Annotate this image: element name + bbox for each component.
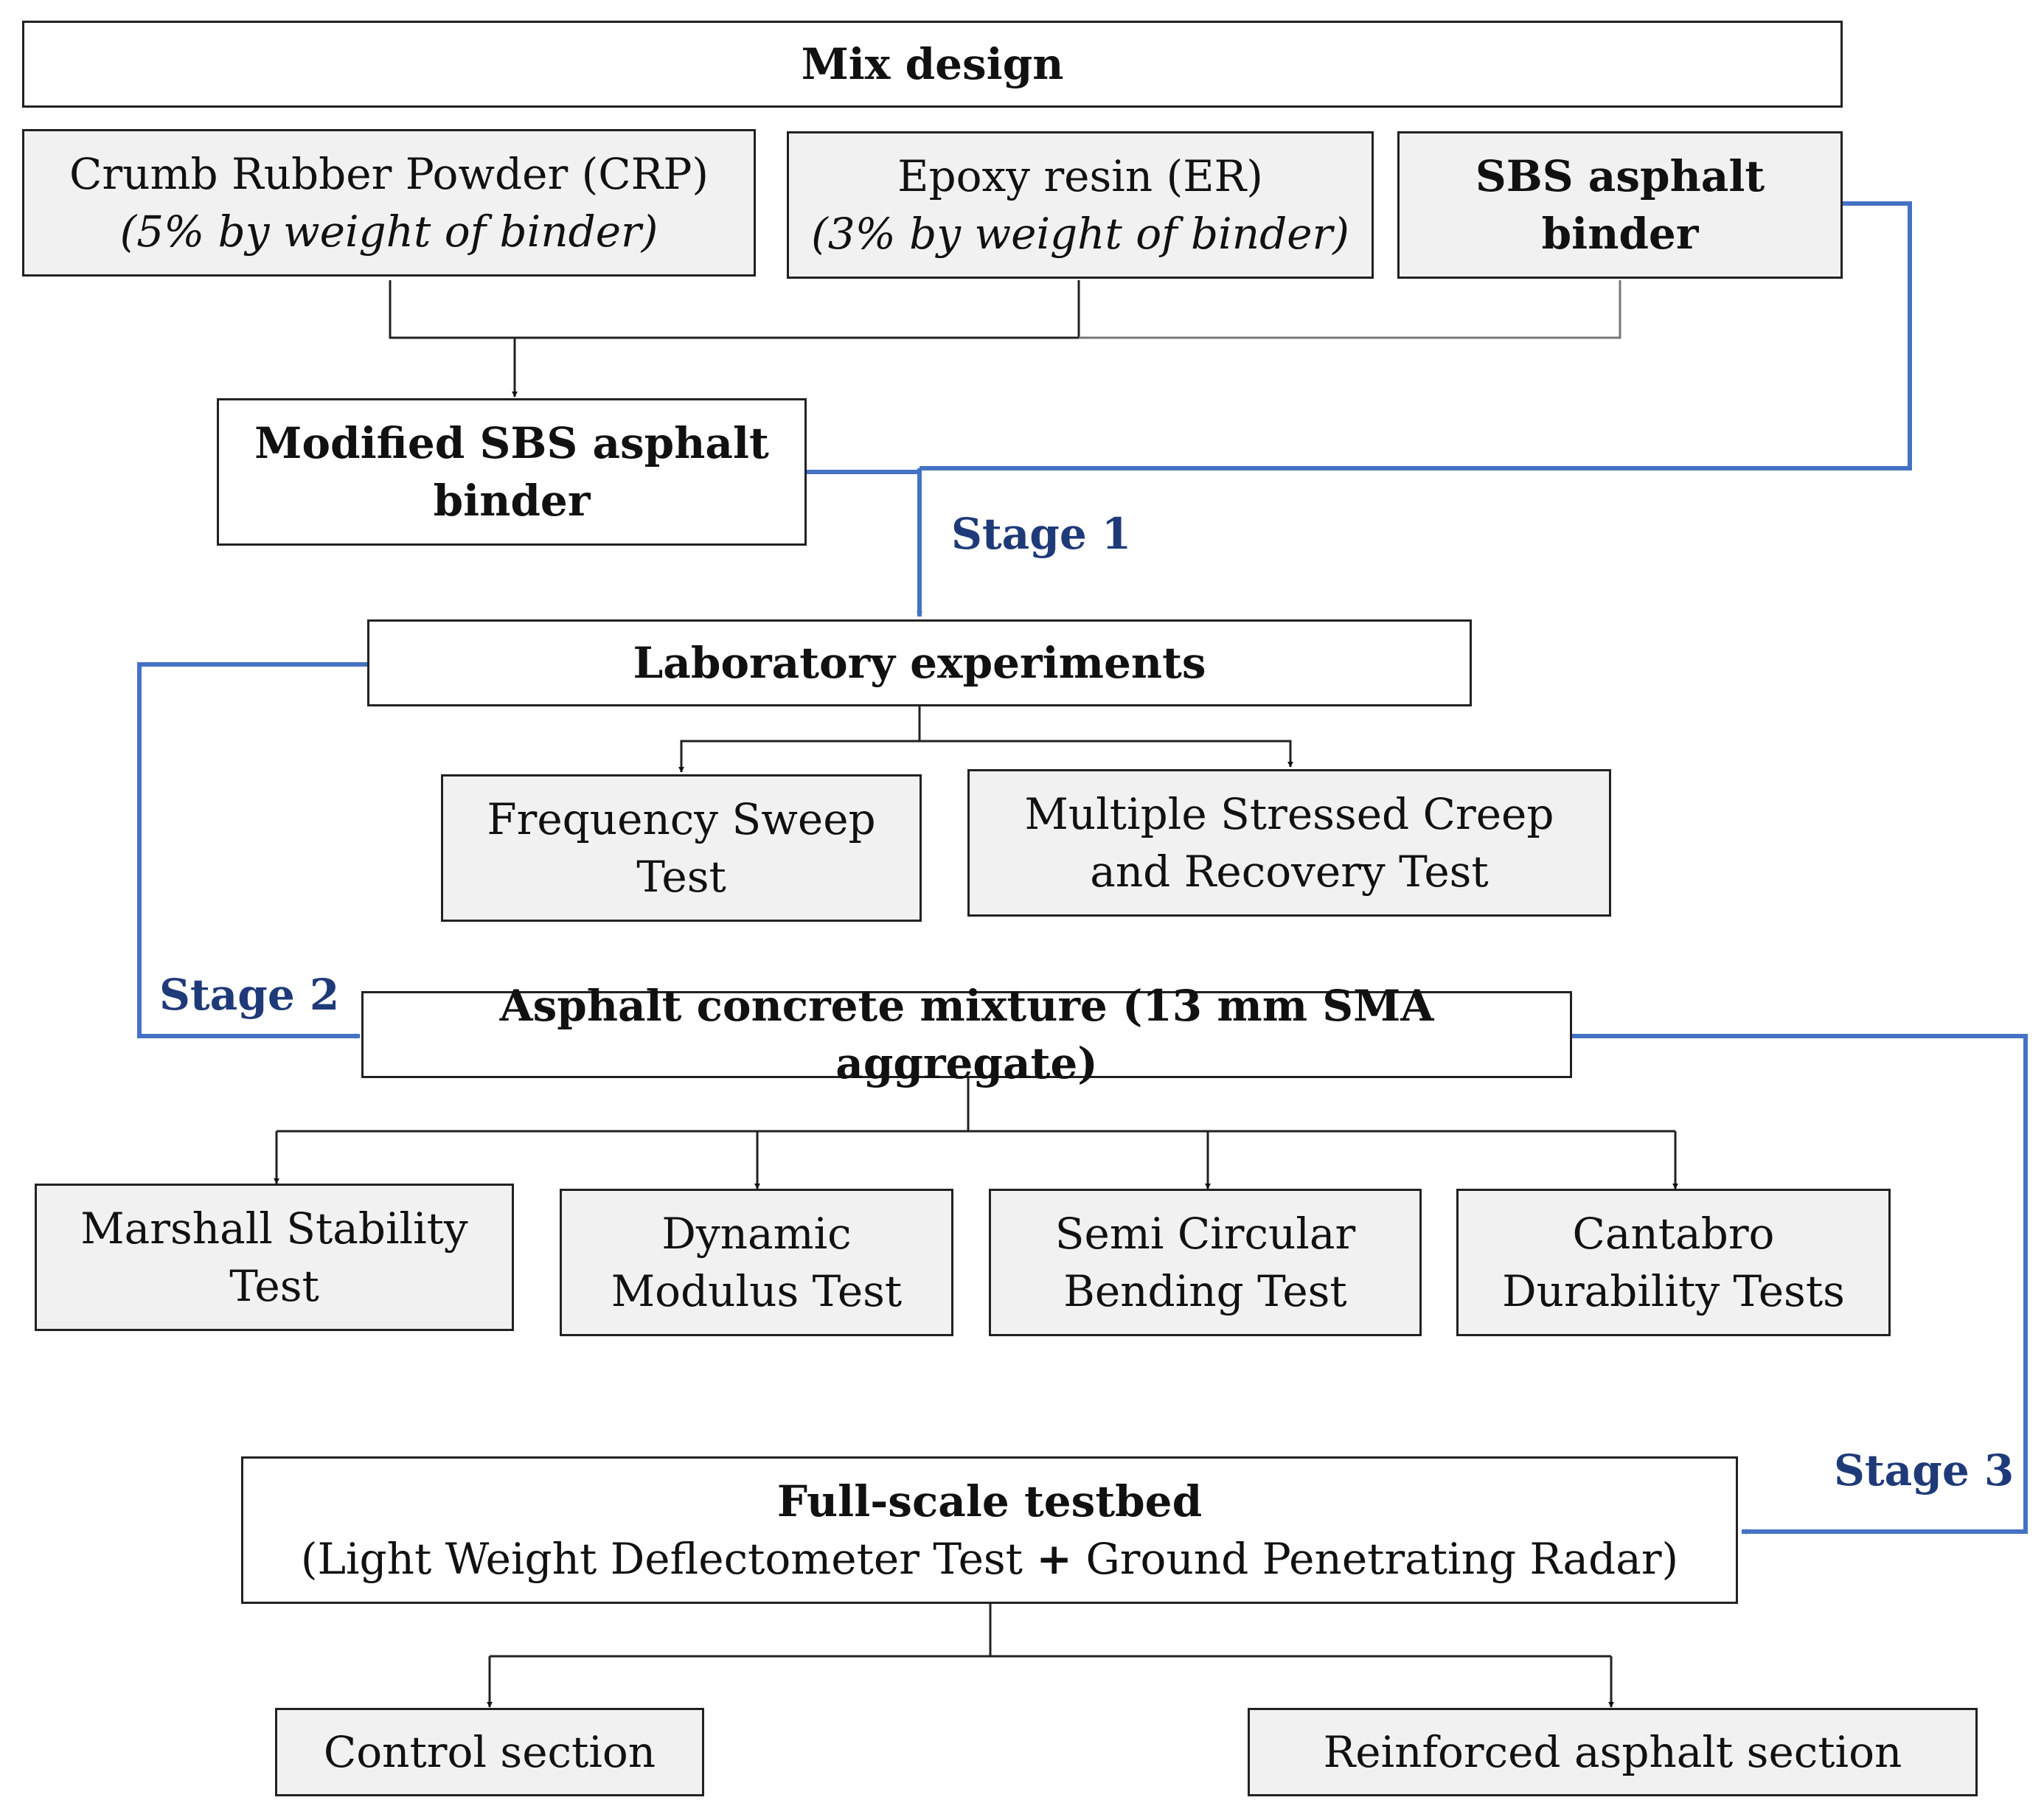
control-section-box: Control section bbox=[275, 1708, 704, 1796]
marshall-line2: Test bbox=[229, 1261, 319, 1311]
reinforced-section-label: Reinforced asphalt section bbox=[1323, 1726, 1902, 1777]
scb-line1: Semi Circular bbox=[1054, 1208, 1356, 1259]
stage3-connector bbox=[1571, 1034, 2028, 1535]
crp-note: (5% by weight of binder) bbox=[119, 206, 658, 257]
modified-line2: binder bbox=[433, 476, 591, 526]
control-section-label: Control section bbox=[323, 1726, 656, 1777]
scb-box: Semi Circular Bending Test bbox=[989, 1189, 1422, 1336]
mscr-box: Multiple Stressed Creep and Recovery Tes… bbox=[967, 769, 1611, 917]
stage2-label: Stage 2 bbox=[159, 970, 340, 1020]
stage2-connector bbox=[137, 662, 369, 1039]
testbed-lwd: (Light Weight Deflectometer Test bbox=[300, 1534, 1023, 1584]
sbs-line2: binder bbox=[1541, 209, 1699, 259]
testbed-connector bbox=[487, 1604, 1614, 1708]
testbed-plus: + bbox=[1036, 1534, 1073, 1584]
freq-line1: Frequency Sweep bbox=[487, 793, 876, 844]
lab-connector bbox=[678, 706, 1293, 773]
reinforced-section-box: Reinforced asphalt section bbox=[1248, 1708, 1978, 1796]
lab-experiments-title: Laboratory experiments bbox=[633, 637, 1206, 688]
crp-box: Crumb Rubber Powder (CRP) (5% by weight … bbox=[22, 129, 756, 277]
er-box: Epoxy resin (ER) (3% by weight of binder… bbox=[787, 131, 1374, 279]
cantabro-line1: Cantabro bbox=[1572, 1208, 1775, 1259]
inputs-connector bbox=[389, 280, 1621, 397]
stage1-connector bbox=[805, 201, 1912, 617]
mscr-line1: Multiple Stressed Creep bbox=[1024, 788, 1554, 839]
marshall-line1: Marshall Stability bbox=[80, 1203, 468, 1254]
scb-line2: Bending Test bbox=[1063, 1266, 1347, 1316]
sbs-line1: SBS asphalt bbox=[1475, 150, 1765, 201]
cantabro-line2: Durability Tests bbox=[1502, 1266, 1845, 1316]
er-note: (3% by weight of binder) bbox=[811, 209, 1349, 259]
testbed-gpr: Ground Penetrating Radar) bbox=[1085, 1534, 1679, 1584]
mix-design-title: Mix design bbox=[801, 38, 1064, 89]
marshall-box: Marshall Stability Test bbox=[35, 1184, 514, 1331]
frequency-sweep-box: Frequency Sweep Test bbox=[441, 774, 922, 922]
stage1-label: Stage 1 bbox=[951, 509, 1132, 559]
cantabro-box: Cantabro Durability Tests bbox=[1456, 1189, 1891, 1336]
stage3-label: Stage 3 bbox=[1834, 1445, 2015, 1495]
asphalt-mixture-box: Asphalt concrete mixture (13 mm SMA aggr… bbox=[361, 981, 1572, 1088]
testbed-title: Full-scale testbed bbox=[776, 1476, 1203, 1526]
dynamic-line1: Dynamic bbox=[661, 1208, 852, 1259]
crp-label: Crumb Rubber Powder (CRP) bbox=[69, 148, 709, 199]
sbs-binder-box: SBS asphalt binder bbox=[1397, 131, 1843, 279]
dynamic-line2: Modulus Test bbox=[611, 1266, 903, 1316]
testbed-subtitle: (Light Weight Deflectometer Test + Groun… bbox=[301, 1530, 1678, 1588]
dynamic-modulus-box: Dynamic Modulus Test bbox=[560, 1189, 953, 1336]
lab-experiments-box: Laboratory experiments bbox=[367, 619, 1472, 706]
mixture-title: Asphalt concrete mixture (13 mm SMA aggr… bbox=[499, 980, 1434, 1088]
mscr-line2: and Recovery Test bbox=[1090, 847, 1489, 897]
modified-binder-box: Modified SBS asphalt binder bbox=[217, 398, 807, 546]
mixture-connector bbox=[274, 1077, 1678, 1189]
freq-line2: Test bbox=[636, 852, 726, 902]
modified-line1: Modified SBS asphalt bbox=[254, 417, 769, 468]
mix-design-box: Mix design bbox=[22, 21, 1843, 108]
testbed-box: Full-scale testbed (Light Weight Deflect… bbox=[241, 1456, 1738, 1604]
er-label: Epoxy resin (ER) bbox=[897, 150, 1263, 201]
